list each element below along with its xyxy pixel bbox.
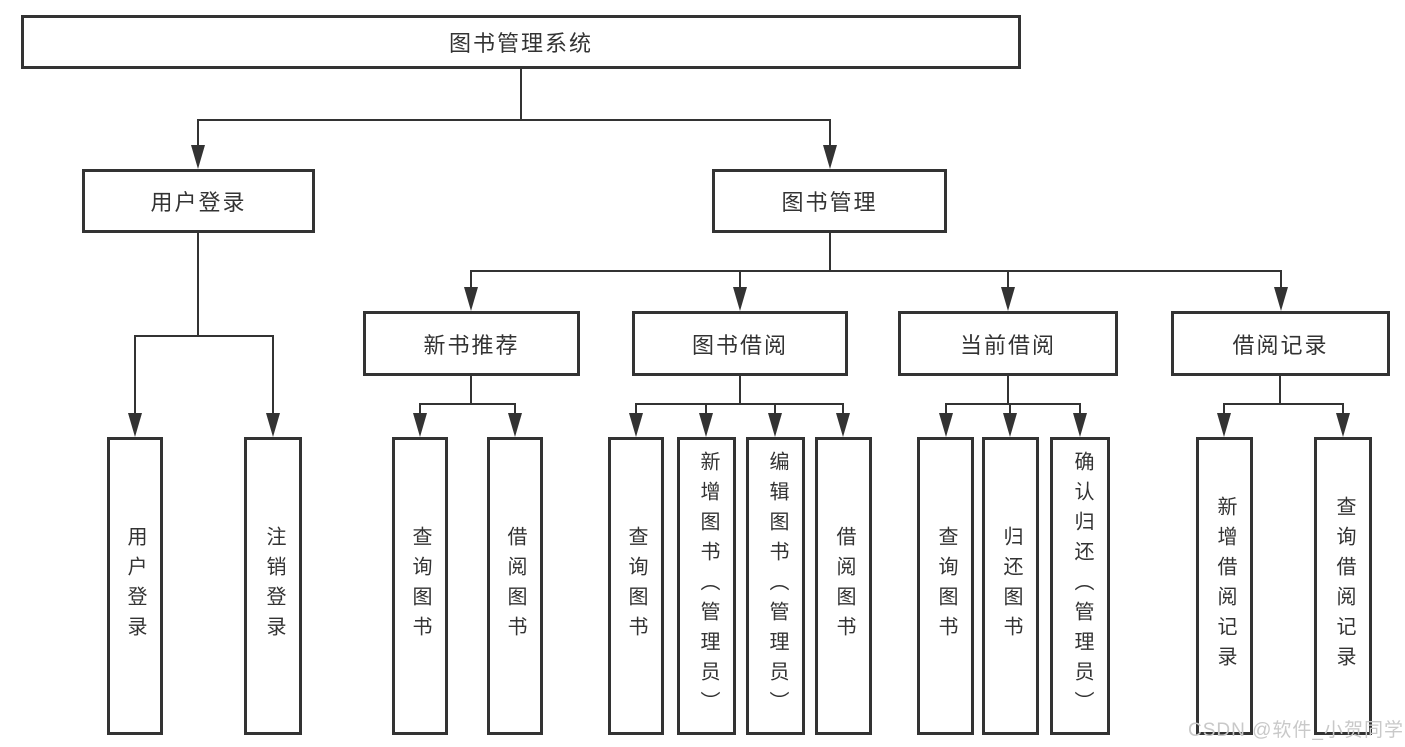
leaf-borrow-books-recommend: 借阅图书 — [487, 437, 543, 735]
connector-rail — [635, 403, 844, 405]
connector-level3-rail — [470, 270, 1282, 272]
connector-stem — [470, 374, 472, 405]
down-arrow-icon — [1001, 270, 1015, 311]
connector-stem — [1007, 374, 1009, 405]
down-arrow-icon — [128, 335, 142, 437]
node-user-login: 用户登录 — [82, 169, 315, 233]
leaf-query-books-recommend: 查询图书 — [392, 437, 448, 735]
connector-root-stem — [520, 66, 522, 121]
leaf-borrow-books-borrowing: 借阅图书 — [815, 437, 872, 735]
down-arrow-icon — [413, 403, 427, 437]
down-arrow-icon — [1336, 403, 1350, 437]
down-arrow-icon — [1217, 403, 1231, 437]
connector-rail — [945, 403, 1081, 405]
leaf-user-login: 用户登录 — [107, 437, 163, 735]
down-arrow-icon — [266, 335, 280, 437]
connector-stem — [739, 374, 741, 405]
node-book-borrowing: 图书借阅 — [632, 311, 848, 376]
node-current-borrowing: 当前借阅 — [898, 311, 1118, 376]
down-arrow-icon — [939, 403, 953, 437]
leaf-query-books-borrowing: 查询图书 — [608, 437, 664, 735]
node-book-management: 图书管理 — [712, 169, 947, 233]
connector-user-login-rail — [134, 335, 274, 337]
down-arrow-icon — [823, 119, 837, 169]
leaf-query-books-current: 查询图书 — [917, 437, 974, 735]
down-arrow-icon — [768, 403, 782, 437]
down-arrow-icon — [836, 403, 850, 437]
down-arrow-icon — [191, 119, 205, 169]
leaf-add-borrow-record: 新增借阅记录 — [1196, 437, 1253, 735]
connector-book-management-stem — [829, 231, 831, 272]
node-library-management-system: 图书管理系统 — [21, 15, 1021, 69]
down-arrow-icon — [508, 403, 522, 437]
connector-rail — [1223, 403, 1344, 405]
down-arrow-icon — [629, 403, 643, 437]
down-arrow-icon — [464, 270, 478, 311]
connector-user-login-stem — [197, 231, 199, 337]
connector-level2-rail — [197, 119, 831, 121]
down-arrow-icon — [699, 403, 713, 437]
down-arrow-icon — [1073, 403, 1087, 437]
down-arrow-icon — [1274, 270, 1288, 311]
leaf-logout-login: 注销登录 — [244, 437, 302, 735]
leaf-return-books: 归还图书 — [982, 437, 1039, 735]
connector-stem — [1279, 374, 1281, 405]
leaf-query-borrow-record: 查询借阅记录 — [1314, 437, 1372, 735]
connector-rail — [419, 403, 516, 405]
leaf-add-books-admin: 新增图书（管理员） — [677, 437, 736, 735]
node-borrowing-records: 借阅记录 — [1171, 311, 1390, 376]
leaf-edit-books-admin: 编辑图书（管理员） — [746, 437, 805, 735]
down-arrow-icon — [1003, 403, 1017, 437]
node-new-book-recommend: 新书推荐 — [363, 311, 580, 376]
down-arrow-icon — [733, 270, 747, 311]
watermark: CSDN @软件_小贺同学 — [1188, 720, 1404, 741]
leaf-confirm-return-admin: 确认归还（管理员） — [1050, 437, 1110, 735]
